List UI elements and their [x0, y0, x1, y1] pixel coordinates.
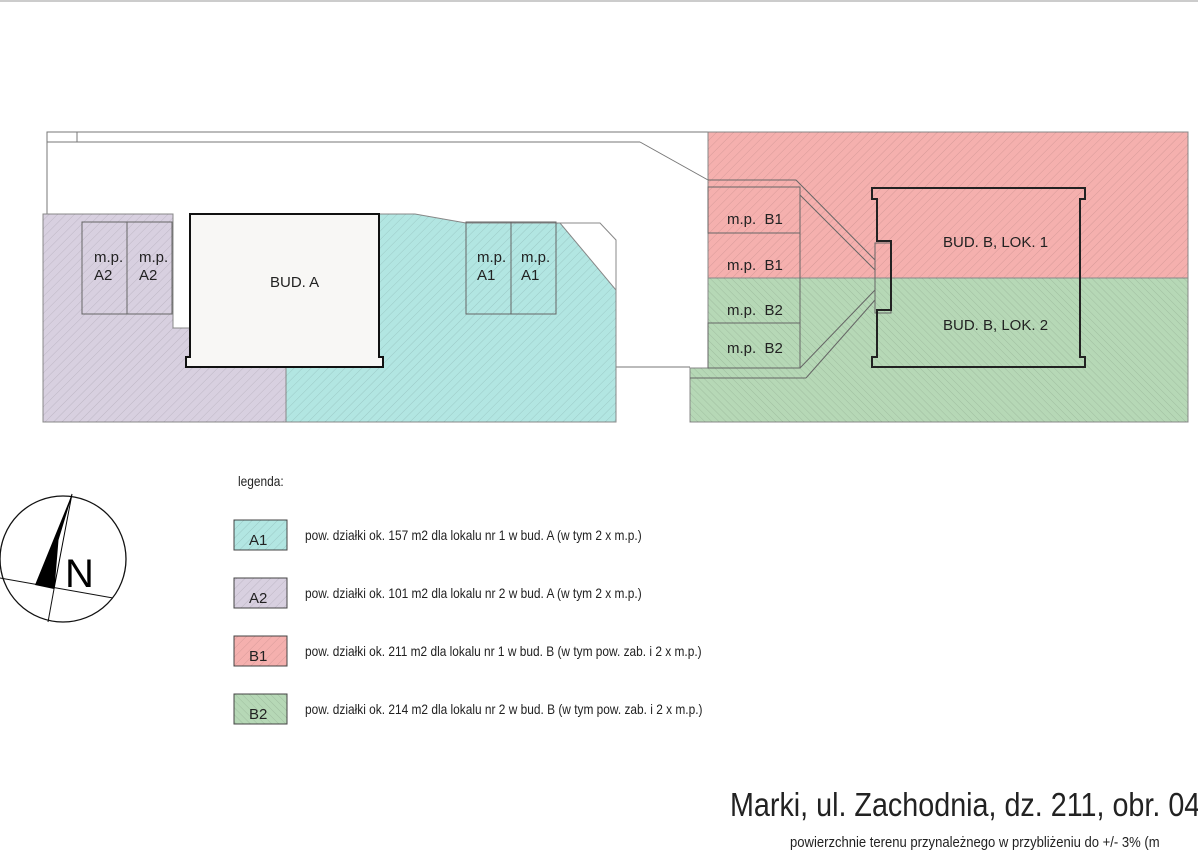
north-arrow-icon: N — [0, 493, 127, 623]
parking-b2-label: m.p. B2 — [727, 302, 783, 319]
legend-text-a2: pow. działki ok. 101 m2 dla lokalu nr 2 … — [305, 585, 642, 601]
building-b — [871, 187, 1086, 368]
legend-code-a2: A2 — [249, 590, 267, 607]
parking-a1-code: A1 — [521, 267, 539, 284]
drawing-subtitle: powierzchnie terenu przynależnego w przy… — [790, 834, 1160, 851]
legend-code-b1: B1 — [249, 648, 267, 665]
drawing-title: Marki, ul. Zachodnia, dz. 211, obr. 04-0 — [730, 786, 1198, 823]
building-a — [185, 213, 384, 368]
legend-text-b1: pow. działki ok. 211 m2 dla lokalu nr 1 … — [305, 643, 702, 659]
legend-title: legenda: — [238, 473, 284, 489]
legend-code-a1: A1 — [249, 532, 267, 549]
legend-swatches: A1 A2 B1 B2 — [233, 519, 288, 725]
parking-b2-label: m.p. B2 — [727, 340, 783, 357]
parking-b1-label: m.p. B1 — [727, 257, 783, 274]
zone-b2 — [689, 277, 1189, 423]
building-b-lok2-label: BUD. B, LOK. 2 — [943, 317, 1048, 334]
zone-a1 — [285, 213, 617, 423]
parking-a2-code: A2 — [139, 267, 157, 284]
parking-a2-code: A2 — [94, 267, 112, 284]
legend-text-a1: pow. działki ok. 157 m2 dla lokalu nr 1 … — [305, 527, 642, 543]
north-label: N — [65, 552, 94, 596]
parking-b1-label: m.p. B1 — [727, 211, 783, 228]
parking-a2-label: m.p. — [94, 249, 123, 266]
building-a-label: BUD. A — [270, 274, 319, 291]
parking-a2-label: m.p. — [139, 249, 168, 266]
zone-b1 — [707, 131, 1189, 279]
plot-outline — [46, 131, 709, 368]
legend-code-b2: B2 — [249, 706, 267, 723]
legend-text-b2: pow. działki ok. 214 m2 dla lokalu nr 2 … — [305, 701, 703, 717]
parking-a1-code: A1 — [477, 267, 495, 284]
parking-a1-label: m.p. — [521, 249, 550, 266]
parking-a1-label: m.p. — [477, 249, 506, 266]
building-b-lok1-label: BUD. B, LOK. 1 — [943, 234, 1048, 251]
